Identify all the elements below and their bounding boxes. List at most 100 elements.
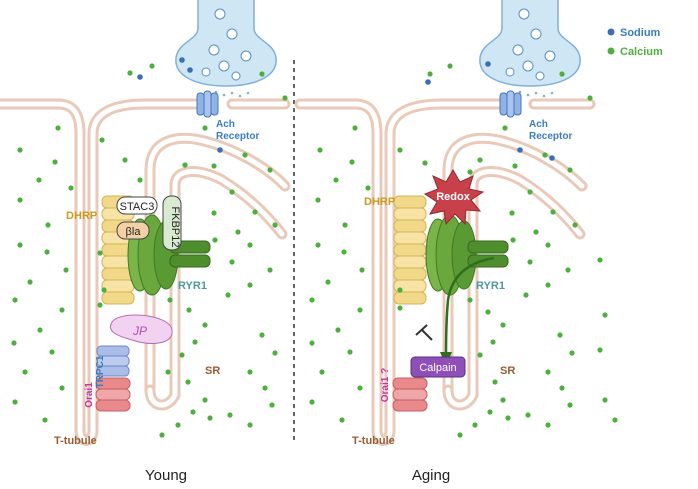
calcium-ion xyxy=(122,157,128,163)
calcium-ion xyxy=(247,369,253,375)
calcium-ion xyxy=(510,237,516,243)
ach-receptor-aging xyxy=(499,90,522,118)
calcium-ion xyxy=(192,339,198,345)
nerve-terminal-aging xyxy=(479,0,581,99)
calcium-ion-dots xyxy=(11,63,618,438)
ach-receptor-young xyxy=(196,90,219,118)
calcium-ion xyxy=(545,282,551,288)
calcium-ion xyxy=(325,279,331,285)
calcium-ion xyxy=(509,210,515,216)
calcium-legend-marker xyxy=(607,47,615,55)
calcium-ion xyxy=(167,297,173,303)
calcium-ion xyxy=(45,222,51,228)
calcium-ion xyxy=(319,369,325,375)
calcium-ion xyxy=(59,385,65,391)
calcium-ion xyxy=(267,167,273,173)
calcium-ion xyxy=(12,399,18,405)
legend: Sodium Calcium xyxy=(607,27,663,58)
beta1a-protein: βla xyxy=(116,221,150,240)
redox-label: Redox xyxy=(436,191,471,203)
trpc1-channel xyxy=(96,345,130,377)
panel-young: STAC3 βla FKBP12 JP Ach Receptor DH xyxy=(0,0,291,484)
calcium-ion xyxy=(545,422,551,428)
calcium-ion xyxy=(447,63,453,69)
calcium-ion xyxy=(349,159,355,165)
calcium-ion xyxy=(527,189,533,195)
calcium-ion xyxy=(545,369,551,375)
orai1-label-aging: Orai1 ? xyxy=(380,368,391,402)
calcium-ion xyxy=(36,177,42,183)
calcium-ion xyxy=(467,297,473,303)
calcium-ion xyxy=(512,163,518,169)
calcium-ion xyxy=(565,267,571,273)
calcium-ion xyxy=(597,347,603,353)
sodium-ion xyxy=(425,79,431,85)
calcium-ion xyxy=(502,125,508,131)
calcium-ion xyxy=(17,147,23,153)
sodium-ion-dots xyxy=(137,57,555,161)
calcium-ion xyxy=(542,152,548,158)
sodium-ion xyxy=(549,155,555,161)
calcium-ion xyxy=(99,137,105,143)
calcium-ion xyxy=(315,242,321,248)
calcium-ion xyxy=(505,415,511,421)
calcium-ion xyxy=(559,385,565,391)
calcium-leak-arrow xyxy=(444,256,495,357)
sodium-ion xyxy=(137,74,143,80)
ach-receptor-label-line1-aging: Ach xyxy=(529,119,548,130)
calcium-ion xyxy=(97,302,103,308)
calcium-ion xyxy=(149,63,155,69)
calcium-ion xyxy=(333,177,339,183)
calcium-ion xyxy=(397,287,403,293)
calcium-ion xyxy=(587,95,593,101)
calcium-ion xyxy=(22,369,28,375)
calcium-ion xyxy=(477,157,483,163)
calcium-ion xyxy=(212,237,218,243)
calcium-ion xyxy=(27,279,33,285)
calcium-ion xyxy=(557,332,563,338)
calcium-ion xyxy=(211,163,217,169)
calcium-ion xyxy=(309,297,315,303)
calcium-ion xyxy=(242,152,248,158)
calcium-ion xyxy=(567,402,573,408)
calcium-ion xyxy=(49,349,55,355)
calcium-ion xyxy=(309,340,315,346)
calcium-ion xyxy=(472,422,478,428)
calcium-ion xyxy=(235,229,241,235)
calcium-ion xyxy=(202,125,208,131)
calcium-ion xyxy=(525,412,531,418)
calcium-ion xyxy=(500,322,506,328)
sodium-legend-label: Sodium xyxy=(620,27,661,39)
calcium-ion xyxy=(612,417,618,423)
beta1a-label: βla xyxy=(126,226,142,238)
calcium-ion xyxy=(352,125,358,131)
calcium-legend-label: Calcium xyxy=(620,46,663,58)
caption-aging: Aging xyxy=(412,467,450,484)
sodium-legend-marker xyxy=(607,28,615,36)
calcium-ion xyxy=(252,209,258,215)
calcium-ion xyxy=(159,432,165,438)
calcium-ion xyxy=(559,71,565,77)
calcium-ion xyxy=(52,159,58,165)
calcium-ion xyxy=(202,322,208,328)
calcium-ion xyxy=(597,257,603,263)
dhrp-label-aging: DHRP xyxy=(364,196,395,208)
calcium-ion xyxy=(42,417,48,423)
inhibition-line xyxy=(421,329,433,341)
calcium-ion xyxy=(492,379,498,385)
stac3-protein: STAC3 xyxy=(116,196,158,215)
calcium-ion xyxy=(101,287,107,293)
calcium-ion xyxy=(247,242,253,248)
fkbp12-label: FKBP12 xyxy=(169,207,181,248)
calcium-ion xyxy=(272,222,278,228)
calcium-ion xyxy=(59,307,65,313)
calcium-ion xyxy=(182,162,188,168)
sodium-ion xyxy=(179,57,185,63)
calcium-ion xyxy=(17,242,23,248)
calpain-label: Calpain xyxy=(419,362,456,374)
sodium-ion xyxy=(517,147,523,153)
calcium-ion xyxy=(185,379,191,385)
calcium-ion xyxy=(545,242,551,248)
junctophilin: JP xyxy=(110,314,173,344)
